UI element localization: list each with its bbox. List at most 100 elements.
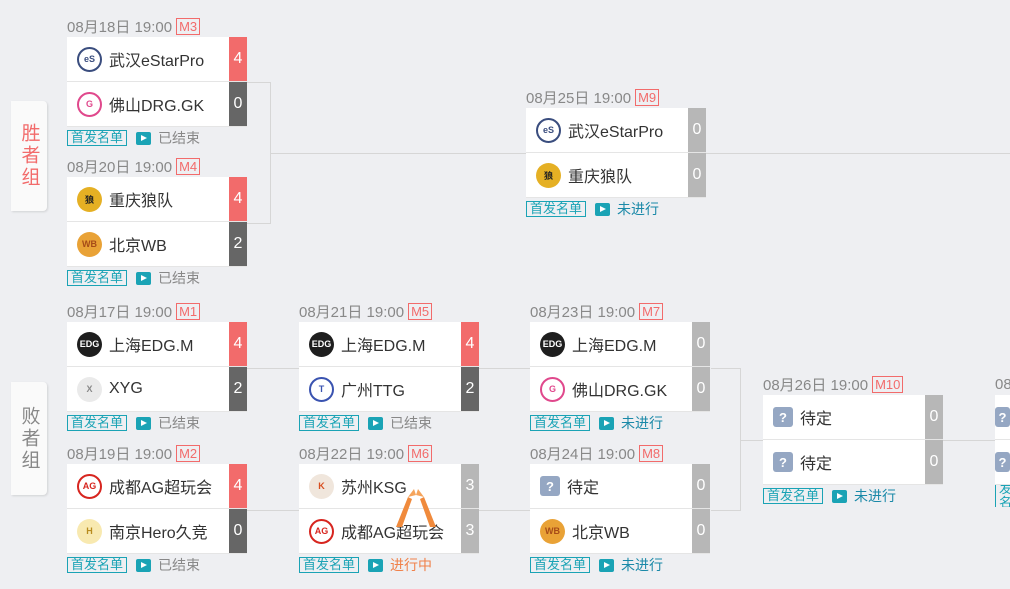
play-icon[interactable] [136,416,152,430]
play-icon[interactable] [368,558,384,572]
lineup-button[interactable]: 首发名单 [67,557,128,573]
team-row[interactable]: AG 成都AG超玩会 3 [299,509,479,554]
team-name: 南京Hero久竞 [109,525,208,542]
lineup-button[interactable]: 首发名单 [530,415,591,431]
team-name: 成都AG超玩会 [341,525,445,542]
team-score: 2 [229,367,247,411]
lineup-button[interactable]: 首发名单 [526,201,587,217]
team-name: 上海EDG.M [572,338,657,355]
match-date: 08月24日 19:00 [530,445,636,463]
connector-line [479,510,530,511]
lineup-button[interactable]: 首发名单 [530,557,591,573]
lineup-button[interactable]: 首发名单 [299,557,360,573]
loser-bracket-tab[interactable]: 败者组 [11,382,47,495]
match-id: M1 [176,302,201,320]
team-name: 上海EDG.M [341,338,426,355]
play-icon[interactable] [136,558,152,572]
team-score: 0 [229,509,247,553]
team-score: 4 [229,37,247,81]
drg-logo: G [540,376,565,402]
match-status: 已结束 [390,415,433,431]
play-icon[interactable] [832,489,848,503]
match-m11[interactable]: 08 ? ? 首发名单 [995,373,1010,507]
team-row[interactable]: ? [995,395,1010,440]
wolves-logo: 狼 [77,186,102,212]
play-icon[interactable] [136,131,152,145]
match-date: 08月20日 19:00 [67,158,173,176]
match-status: 未进行 [621,415,664,431]
lineup-button[interactable]: 首发名单 [299,415,360,431]
connector-line [740,368,741,511]
wolves-logo: 狼 [536,162,561,188]
play-icon[interactable] [599,558,615,572]
team-score: 4 [461,322,479,366]
match-id: M10 [872,375,904,393]
winner-bracket-tab[interactable]: 胜者组 [11,101,47,211]
lineup-button[interactable]: 首发名单 [67,270,128,286]
connector-line [247,223,271,224]
lineup-button[interactable]: 首发名单 [67,415,128,431]
team-row[interactable]: ? [995,440,1010,485]
match-date: 08月17日 19:00 [67,303,173,321]
tbd-icon: ? [773,407,793,427]
xyg-logo: X [77,376,102,402]
match-status: 已结束 [158,130,201,146]
team-score: 3 [461,509,479,553]
match-id: M9 [635,88,660,106]
team-score: 2 [461,367,479,411]
team-name: 成都AG超玩会 [109,480,213,497]
play-icon[interactable] [136,271,152,285]
lineup-button[interactable]: 首发名单 [763,488,824,504]
connector-line [706,153,1010,154]
play-icon[interactable] [368,416,384,430]
connector-line [270,82,271,223]
play-icon[interactable] [595,202,611,216]
ksg-logo: K [309,473,334,499]
lineup-button[interactable]: 首发名单 [67,130,128,146]
match-status: 未进行 [617,201,660,217]
tbd-icon: ? [540,476,560,496]
match-id: M3 [176,17,201,35]
match-date: 08月22日 19:00 [299,445,405,463]
ag-logo: AG [309,518,334,544]
connector-line [741,440,763,441]
match-date: 08月26日 19:00 [763,376,869,394]
tbd-icon: ? [995,407,1010,427]
match-date: 08月18日 19:00 [67,18,173,36]
play-icon[interactable] [599,416,615,430]
